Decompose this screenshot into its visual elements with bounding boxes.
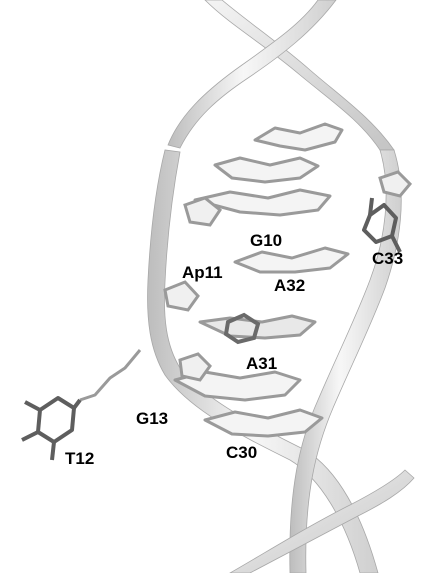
base-t12 (21, 349, 142, 461)
base-pair-top-2 (213, 156, 320, 184)
backbone-ribbon-top (167, 0, 337, 149)
base-pair-top-1 (253, 122, 344, 152)
label-c33: C33 (372, 249, 403, 268)
base-pair-g13 (173, 370, 302, 402)
sugar-ring-1 (183, 196, 223, 227)
base-pair-g10 (193, 188, 332, 217)
base-pair-a32 (233, 246, 350, 274)
backbone-ribbon-right (289, 149, 402, 573)
backbone-ribbon-lower (229, 469, 415, 573)
label-t12: T12 (65, 449, 94, 468)
t12-ring (36, 396, 76, 444)
sugar-ring-2 (163, 280, 200, 312)
label-c30: C30 (226, 443, 257, 462)
t12-linker (79, 349, 142, 402)
base-a31-ring (223, 312, 261, 345)
label-g13: G13 (136, 409, 168, 428)
base-c33 (362, 197, 402, 253)
label-a31: A31 (246, 354, 277, 373)
label-a32: A32 (274, 276, 305, 295)
sugar-ring-4 (378, 170, 413, 198)
base-stack (173, 122, 350, 438)
label-ap11: Ap11 (182, 263, 223, 282)
sugar-rings (163, 170, 413, 382)
sugar-ring-3 (178, 352, 212, 382)
base-pair-c30 (203, 408, 324, 438)
label-g10: G10 (250, 231, 282, 250)
